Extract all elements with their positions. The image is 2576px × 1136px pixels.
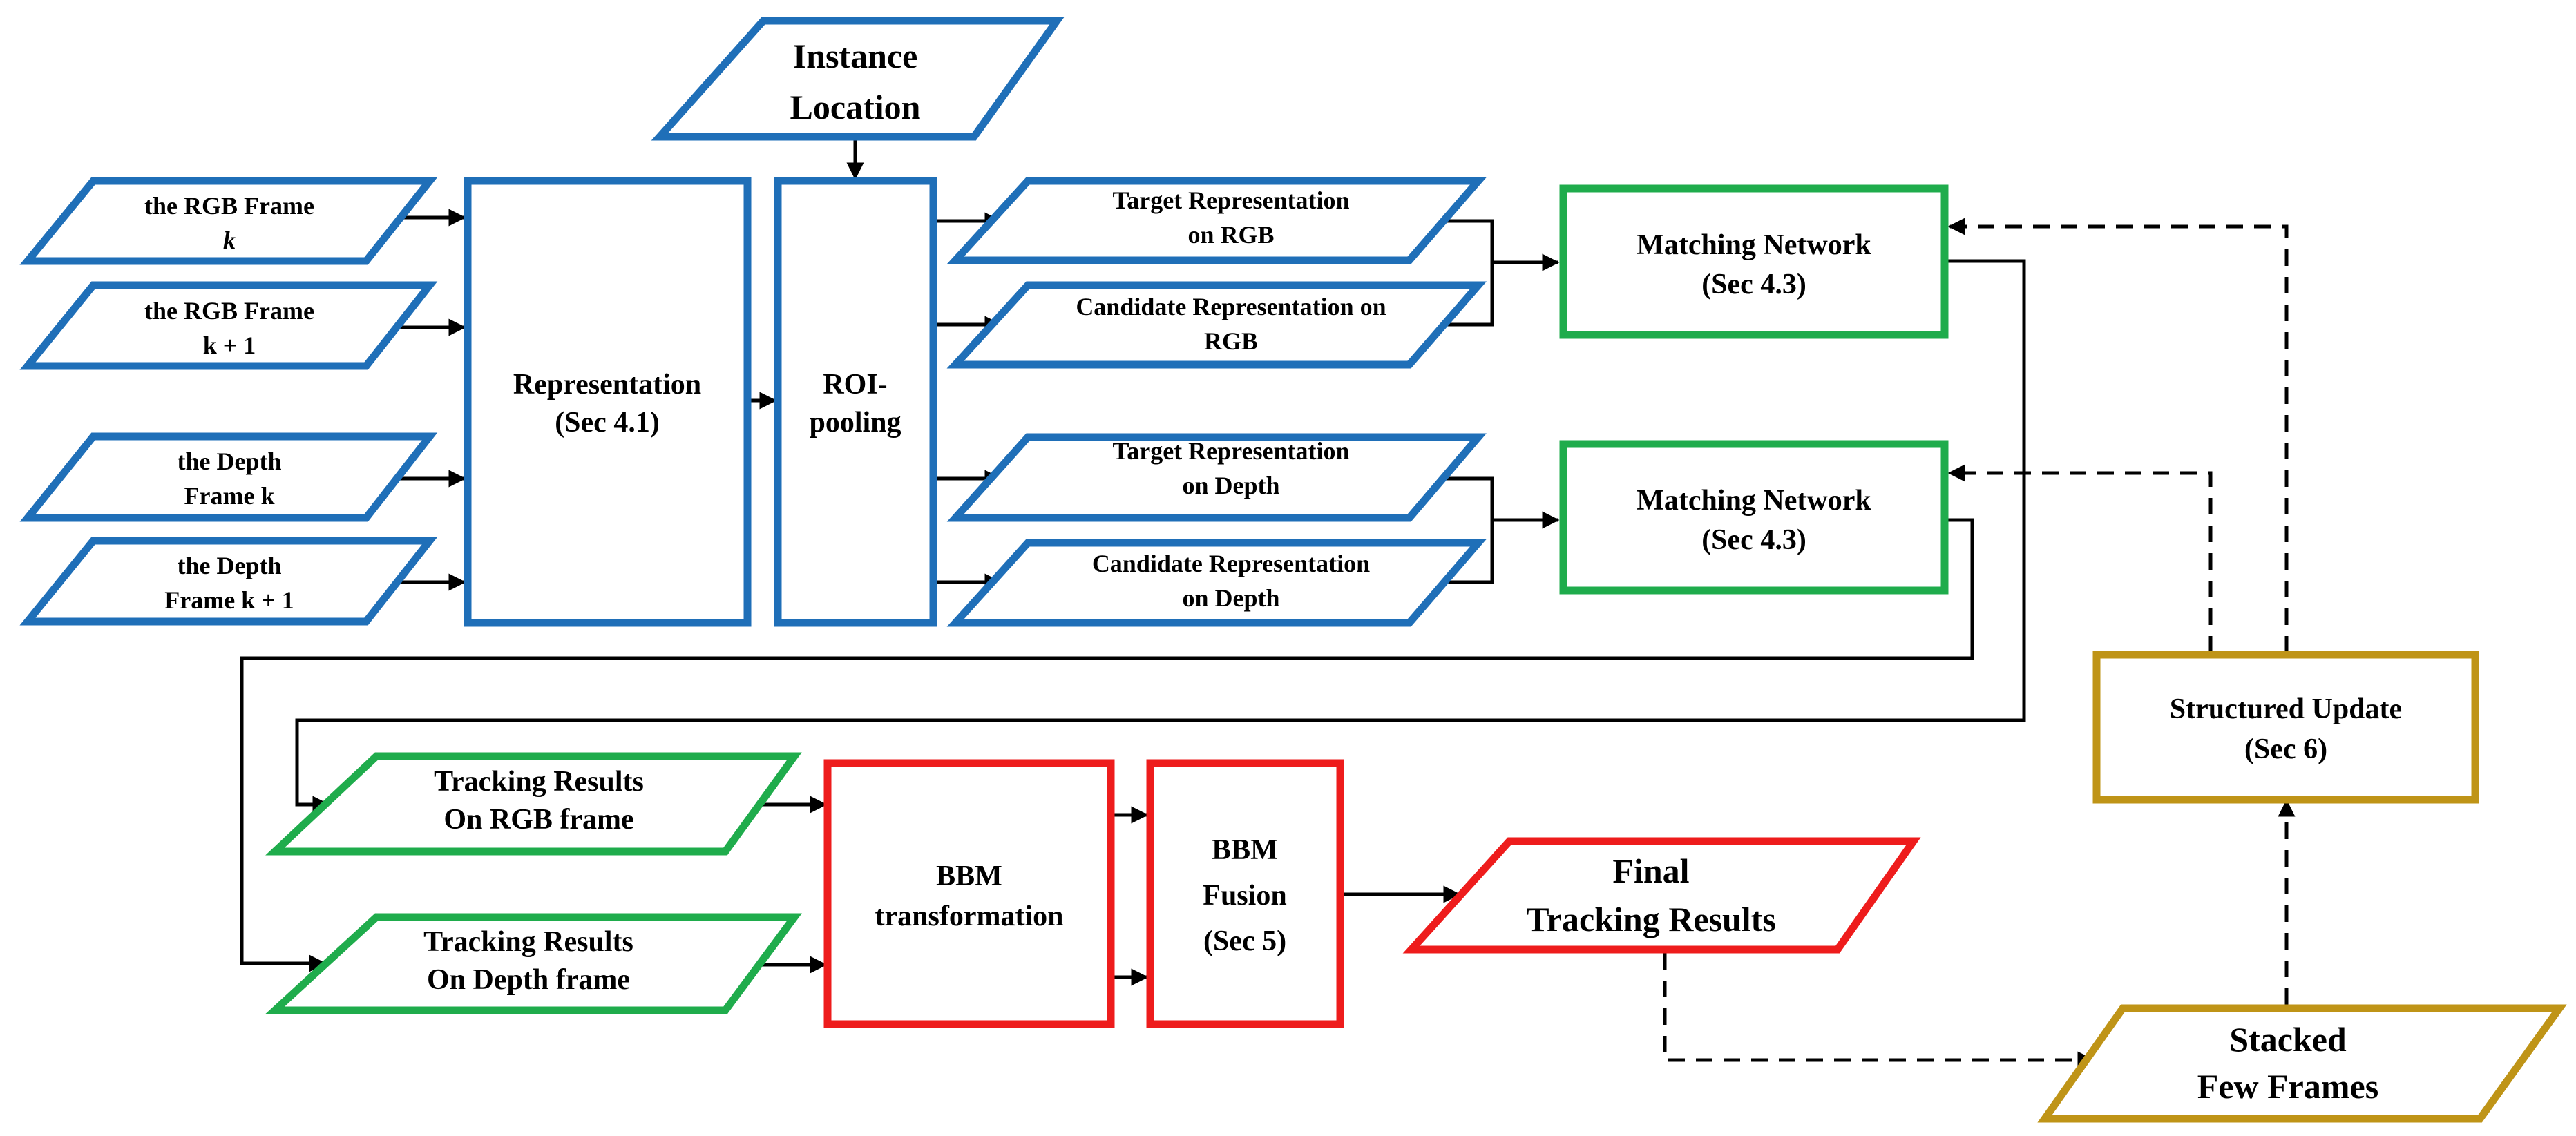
depth-frame-k1-node: the Depth Frame k + 1 [19, 537, 438, 626]
matching-network-rgb-node: Matching Network (Sec 4.3) [1559, 184, 1949, 339]
rgb-frame-k-node: the RGB Frame k [19, 177, 438, 265]
stacked-frames-label-2: Few Frames [2197, 1067, 2378, 1106]
bbm-fusion-label-3: (Sec 5) [1203, 925, 1286, 957]
candidate-rgb-label-2: RGB [1204, 327, 1258, 355]
structured-update-label-1: Structured Update [2170, 693, 2402, 725]
bbm-fusion-label-1: BBM [1212, 834, 1278, 866]
tracking-results-rgb-node: Tracking Results On RGB frame [265, 752, 802, 856]
bbm-transformation-label-1: BBM [936, 860, 1002, 892]
tracking-rgb-label-1: Tracking Results [434, 766, 644, 798]
target-depth-label-1: Target Representation [1113, 437, 1350, 465]
edge-update-to-matching-rgb [1947, 218, 2289, 653]
bbm-fusion-label-2: Fusion [1203, 880, 1286, 912]
final-results-label-1: Final [1612, 851, 1689, 890]
edge-update-to-matching-depth [1947, 464, 2213, 653]
edges [240, 138, 2296, 1069]
tracking-depth-label-2: On Depth frame [427, 964, 630, 996]
target-representation-depth-node: Target Representation on Depth [946, 433, 1487, 522]
roi-pooling-node: ROI- pooling [774, 177, 937, 627]
rgb-frame-k-label-2: k [223, 227, 236, 254]
rgb-frame-k-label-1: the RGB Frame [144, 192, 314, 220]
candidate-depth-label-1: Candidate Representation [1092, 550, 1370, 577]
edge-matching-rgb-to-tracking-rgb [295, 259, 2026, 814]
edge-final-to-stacked [1663, 953, 2095, 1069]
depth-frame-k1-label-2: Frame k + 1 [164, 586, 294, 614]
rgb-frame-k1-label-2: k + 1 [203, 331, 256, 359]
bbm-fusion-node: BBM Fusion (Sec 5) [1146, 759, 1344, 1028]
edge-rgb-reps-to-matching [1423, 219, 1494, 327]
rgb-frame-k1-node: the RGB Frame k + 1 [19, 281, 438, 370]
roi-pooling-label-2: pooling [809, 407, 901, 439]
edge-matching-depth-to-tracking-depth [240, 518, 1974, 972]
final-results-label-2: Tracking Results [1526, 900, 1776, 938]
representation-label-1: Representation [513, 369, 701, 401]
depth-frame-k-label-2: Frame k [184, 482, 275, 510]
candidate-depth-label-2: on Depth [1182, 584, 1279, 612]
matching-rgb-label-2: (Sec 4.3) [1701, 269, 1806, 300]
target-rgb-label-2: on RGB [1187, 221, 1274, 249]
matching-depth-label-2: (Sec 4.3) [1701, 524, 1806, 556]
matching-rgb-label-1: Matching Network [1637, 229, 1871, 261]
target-depth-label-2: on Depth [1182, 472, 1279, 499]
candidate-representation-rgb-node: Candidate Representation on RGB [946, 281, 1487, 369]
bbm-transformation-label-2: transformation [875, 901, 1064, 932]
matching-depth-label-1: Matching Network [1637, 485, 1871, 517]
candidate-rgb-label-1: Candidate Representation on [1076, 293, 1386, 320]
tracking-rgb-label-2: On RGB frame [443, 804, 633, 836]
structured-update-label-2: (Sec 6) [2244, 733, 2327, 765]
depth-frame-k1-label-1: the Depth [178, 552, 282, 579]
depth-frame-k-label-1: the Depth [178, 447, 282, 475]
stacked-few-frames-node: Stacked Few Frames [2037, 1004, 2567, 1123]
bbm-transformation-node: BBM transformation [823, 759, 1115, 1028]
target-representation-rgb-node: Target Representation on RGB [946, 177, 1487, 264]
depth-frame-k-node: the Depth Frame k [19, 432, 438, 522]
representation-node: Representation (Sec 4.1) [464, 177, 752, 627]
candidate-representation-depth-node: Candidate Representation on Depth [946, 539, 1487, 627]
tracking-results-depth-node: Tracking Results On Depth frame [265, 913, 802, 1014]
stacked-frames-label-1: Stacked [2229, 1020, 2347, 1059]
instance-location-label-2: Location [790, 88, 921, 126]
instance-location-label-1: Instance [793, 37, 918, 75]
final-tracking-results-node: Final Tracking Results [1402, 837, 1921, 954]
edge-depth-reps-to-matching [1423, 476, 1494, 584]
representation-label-2: (Sec 4.1) [555, 407, 660, 439]
tracking-depth-label-1: Tracking Results [423, 926, 633, 958]
matching-network-depth-node: Matching Network (Sec 4.3) [1559, 440, 1949, 595]
structured-update-node: Structured Update (Sec 6) [2092, 651, 2479, 804]
rgb-frame-k1-label-1: the RGB Frame [144, 297, 314, 325]
instance-location-node: Instance Location [651, 17, 1065, 141]
roi-pooling-label-1: ROI- [823, 369, 887, 401]
target-rgb-label-1: Target Representation [1113, 186, 1350, 214]
